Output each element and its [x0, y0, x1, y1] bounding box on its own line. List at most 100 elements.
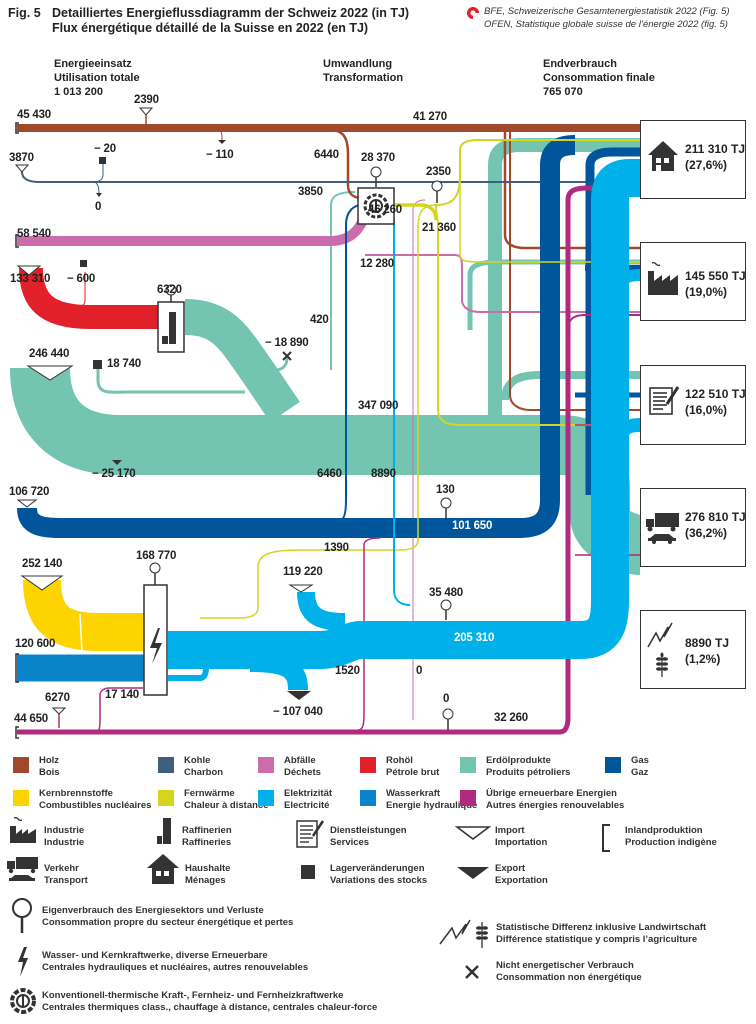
label-elec-transf: 8890 [371, 468, 396, 480]
legend-statdiff-text: Statistische Differenz inklusive Landwir… [496, 922, 707, 945]
sector-industry: 145 550 TJ(19,0%) [640, 242, 746, 321]
column-input-de: Energieeinsatz [54, 58, 132, 70]
flow-waste [17, 213, 370, 246]
flow-petroleum-refinery [184, 299, 300, 423]
flow-petroleum-nonenergy [274, 357, 289, 372]
legend-swatch [158, 757, 174, 773]
import-elec-icon [288, 584, 314, 593]
flow-renew-industry [567, 314, 640, 331]
label-nuclear-import: 252 140 [22, 558, 63, 570]
flow-petroleum-stock [96, 368, 245, 394]
export-coal-icon [96, 193, 102, 197]
flow-elec-export [249, 652, 308, 691]
label-wood-transf: 6440 [314, 149, 339, 161]
flow-dh-industry2 [459, 175, 640, 263]
label-gas-transf: 6460 [317, 468, 342, 480]
label-pet-transf: 3850 [298, 186, 323, 198]
import-petroleum-icon [26, 365, 74, 381]
legend-document-icon [296, 820, 325, 848]
flow-petroleum-up [488, 138, 640, 420]
import-crude-icon [16, 265, 42, 276]
label-dh-own: 2350 [426, 166, 451, 178]
column-final-fr: Consommation finale [543, 72, 655, 84]
legend-swatch [360, 757, 376, 773]
domestic-wood-icon [15, 122, 19, 134]
figure-label: Fig. 5 [8, 6, 41, 20]
legend-lightning-text: Wasser- und Kernkraftwerke, diverse Erne… [42, 950, 309, 973]
legend-swatch [460, 757, 476, 773]
import-renew-icon [51, 707, 67, 715]
own-use-renew-icon [442, 708, 454, 720]
sector-statdiff-value: 8890 TJ [685, 636, 730, 650]
sector-transport: 276 810 TJ (36,2%) [640, 488, 746, 567]
flow-dh-main [395, 203, 438, 221]
flow-elec-services [613, 418, 641, 446]
flow-petroleum-industry [501, 371, 640, 401]
label-coal-import: 3870 [9, 152, 34, 164]
column-final-value: 765 070 [543, 86, 583, 98]
energy-flow-diagram [10, 107, 644, 739]
flow-renew-pp [95, 687, 143, 733]
legend-factory-icon [10, 816, 36, 843]
legend-bracket-icon [602, 824, 610, 852]
label-elec-import: 119 220 [283, 566, 323, 578]
title-fr: Flux énergétique détaillé de la Suisse e… [52, 21, 369, 35]
label-non-energy: − 18 890 [265, 337, 309, 349]
flow-nuclear-gap [79, 613, 83, 653]
own-use-dh-icon [431, 180, 443, 192]
sector-transport-value: 276 810 TJ [685, 510, 746, 524]
domestic-hydro-icon [15, 653, 19, 683]
label-hydro-domestic: 120 600 [15, 638, 56, 650]
import-coal-icon [14, 164, 30, 173]
flow-gas-transf [339, 204, 363, 521]
flow-waste-final [365, 254, 640, 313]
sector-households-share: (27,6%) [685, 158, 728, 172]
column-input-fr: Utilisation totale [54, 72, 140, 84]
flow-crude [19, 267, 160, 329]
stock-coal-icon [99, 157, 106, 164]
stock-wood-export-icon [218, 140, 226, 144]
label-crude-import: 133 310 [10, 273, 51, 285]
legend-swatch [13, 757, 29, 773]
sector-services-value: 122 510 TJ [685, 387, 746, 401]
label-wood-final: 41 270 [413, 111, 447, 123]
label-renew-import: 6270 [45, 692, 70, 704]
flow-coal-export [94, 181, 100, 194]
legend-square-icon [301, 865, 315, 879]
sector-statdiff-share: (1,2%) [685, 652, 721, 666]
label-pet-export: − 25 170 [92, 468, 136, 480]
label-crude-stock: − 600 [67, 273, 96, 285]
label-wood-domestic: 45 430 [17, 109, 51, 121]
legend-zigzag-wheat-icon [439, 919, 488, 948]
legend-cross-icon [465, 965, 479, 979]
power-plant-node [143, 584, 168, 696]
source-logo-icon [467, 7, 479, 19]
label-gas-import: 106 720 [9, 486, 50, 498]
label-renew-pp: 17 140 [105, 689, 139, 701]
flow-elec-import [297, 591, 346, 631]
legend-own-use-icon [12, 898, 32, 933]
legend-house-icon [147, 854, 179, 884]
label-pp-own: 168 770 [136, 550, 177, 562]
flow-crude-stock [79, 272, 86, 307]
flow-dh-services [435, 204, 640, 426]
legend-swatch [605, 757, 621, 773]
sector-households: 211 310 TJ (27,6%) [640, 120, 746, 199]
sector-households-value: 211 310 TJ [685, 142, 746, 156]
label-wood-stock: − 110 [206, 149, 234, 161]
column-input-header: Energieeinsatz Utilisation totale 1 013 … [54, 57, 140, 99]
sector-transport-share: (36,2%) [685, 526, 728, 540]
import-wood-icon [138, 107, 154, 116]
